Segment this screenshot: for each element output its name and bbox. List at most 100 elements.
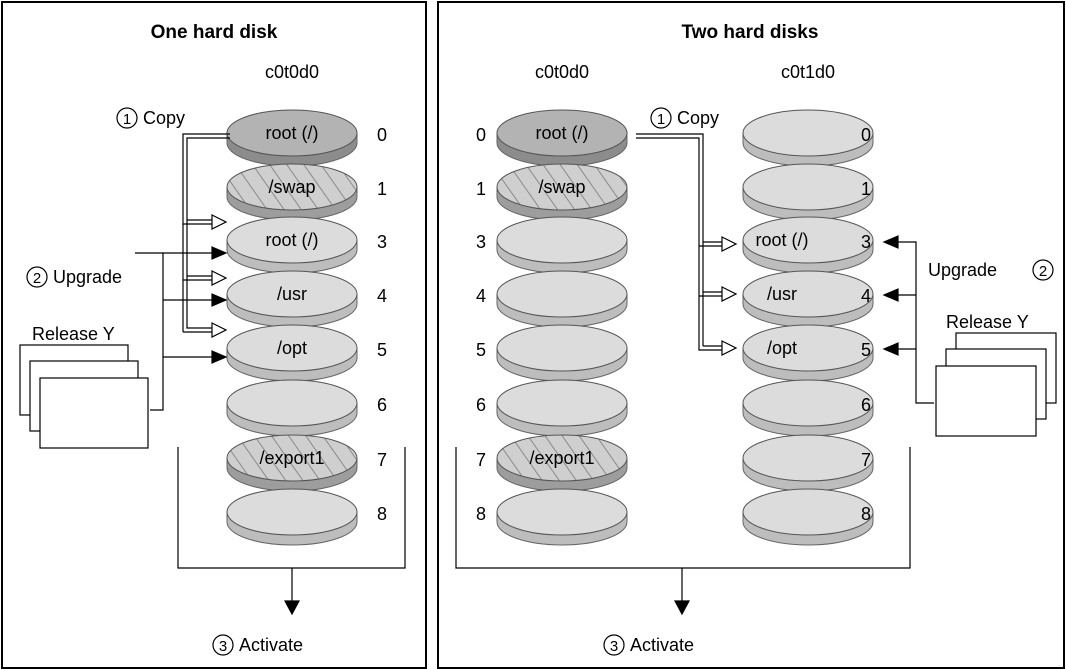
disk-slice-top <box>226 488 358 536</box>
right-disk2-stack: 0 1 root (/) 3/usr 4/opt 5 6 7 8 <box>742 109 874 546</box>
activate-label: Activate <box>630 635 694 655</box>
slice-number: 3 <box>476 232 486 252</box>
release-label: Release Y <box>32 324 115 344</box>
slice-label: root (/) <box>265 230 318 250</box>
slice-label: /swap <box>538 177 585 197</box>
slice-number: 7 <box>377 450 387 470</box>
release-doc-sheet <box>39 377 149 449</box>
disk-slice: 4 <box>476 270 628 328</box>
right-copy-arrows <box>636 133 738 356</box>
slice-number: 1 <box>476 179 486 199</box>
right-upgrade-arrows <box>882 235 934 404</box>
slice-number: 5 <box>861 340 871 360</box>
step-3-number: 3 <box>219 638 227 655</box>
step-1-circle-icon <box>650 107 672 129</box>
disk-slice: root (/)0 <box>226 109 387 167</box>
slice-label: /swap <box>268 177 315 197</box>
disk-slice-top <box>226 434 358 482</box>
slice-label: /usr <box>767 284 797 304</box>
right-panel-frame <box>437 1 1065 669</box>
right-disk1-stack: root (/)0/swap 1 3 4 5 6/export1 7 8 <box>476 109 628 546</box>
disk-slice-top <box>226 163 358 211</box>
disk-slice-top <box>496 216 628 264</box>
left-copy-arrows <box>182 133 230 338</box>
disk-slice: /swap 1 <box>476 163 628 221</box>
left-panel-title: One hard disk <box>151 22 278 43</box>
disk-slice: 6 <box>476 379 628 437</box>
slice-number: 8 <box>861 504 871 524</box>
slice-number: 7 <box>476 450 486 470</box>
disk-slice-top <box>496 379 628 427</box>
left-disk-id: c0t0d0 <box>265 62 319 82</box>
right-copy-step: 1 Copy <box>650 107 719 129</box>
step-1-number: 1 <box>123 111 131 128</box>
step-1-circle-icon <box>116 107 138 129</box>
right-activate-bracket <box>455 447 911 616</box>
right-disk2-id: c0t1d0 <box>781 62 835 82</box>
left-panel-frame <box>1 1 427 669</box>
disk-slice-top <box>496 434 628 482</box>
disk-slice-top <box>226 109 358 157</box>
right-release-docs: Release Y <box>935 310 1057 437</box>
slice-number: 3 <box>861 232 871 252</box>
disk-slice-top <box>496 270 628 318</box>
right-activate-step: 3 Activate <box>603 634 694 656</box>
disk-slice-top <box>742 324 874 372</box>
slice-label: /opt <box>277 338 307 358</box>
slice-number: 4 <box>377 286 387 306</box>
slice-label: root (/) <box>535 123 588 143</box>
disk-slice: /opt 5 <box>742 324 874 382</box>
disk-slice: 8 <box>476 488 628 546</box>
upgrade-label: Upgrade <box>53 267 122 287</box>
disk-slice: 5 <box>476 324 628 382</box>
release-label: Release Y <box>946 312 1029 332</box>
left-upgrade-arrows <box>135 246 228 411</box>
slice-label: /usr <box>277 284 307 304</box>
step-3-number: 3 <box>610 638 618 655</box>
disk-slice-top <box>742 270 874 318</box>
slice-number: 7 <box>861 450 871 470</box>
disk-slice-top <box>742 216 874 264</box>
disk-slice-top <box>496 109 628 157</box>
disk-slice: 6 <box>226 379 387 437</box>
slice-label: /export1 <box>259 448 324 468</box>
slice-number: 1 <box>377 179 387 199</box>
left-release-docs: Release Y <box>19 322 149 449</box>
disk-slice-top <box>742 488 874 536</box>
release-doc-sheet <box>935 365 1037 437</box>
copy-label: Copy <box>677 108 719 128</box>
disk-slice: 8 <box>742 488 874 546</box>
slice-number: 8 <box>377 504 387 524</box>
left-panel: One hard disk c0t0d0 root (/)0/swap 1 root… <box>1 1 427 669</box>
slice-label: root (/) <box>755 230 808 250</box>
disk-slice: 1 <box>742 163 874 221</box>
disk-slice: /swap 1 <box>226 163 387 221</box>
disk-slice: 7 <box>742 434 874 492</box>
disk-slice-top <box>496 488 628 536</box>
slice-number: 6 <box>377 395 387 415</box>
step-2-circle-icon <box>26 266 48 288</box>
disk-slice-top <box>496 163 628 211</box>
slice-number: 5 <box>476 340 486 360</box>
left-activate-step: 3 Activate <box>212 634 303 656</box>
disk-slice: /export1 7 <box>226 434 387 492</box>
disk-slice-top <box>742 163 874 211</box>
slice-label: /opt <box>767 338 797 358</box>
disk-slice-top <box>742 109 874 157</box>
left-activate-bracket <box>177 447 406 616</box>
disk-slice: root (/)0 <box>476 109 628 167</box>
slice-number: 0 <box>861 125 871 145</box>
right-disk1-id: c0t0d0 <box>535 62 589 82</box>
step-3-circle-icon <box>212 634 234 656</box>
slice-number: 8 <box>476 504 486 524</box>
disk-slice-top <box>226 216 358 264</box>
slice-number: 4 <box>861 286 871 306</box>
disk-slice: 8 <box>226 488 387 546</box>
disk-slice: 6 <box>742 379 874 437</box>
upgrade-label: Upgrade <box>928 260 997 280</box>
step-2-number: 2 <box>33 270 41 287</box>
slice-label: /export1 <box>529 448 594 468</box>
